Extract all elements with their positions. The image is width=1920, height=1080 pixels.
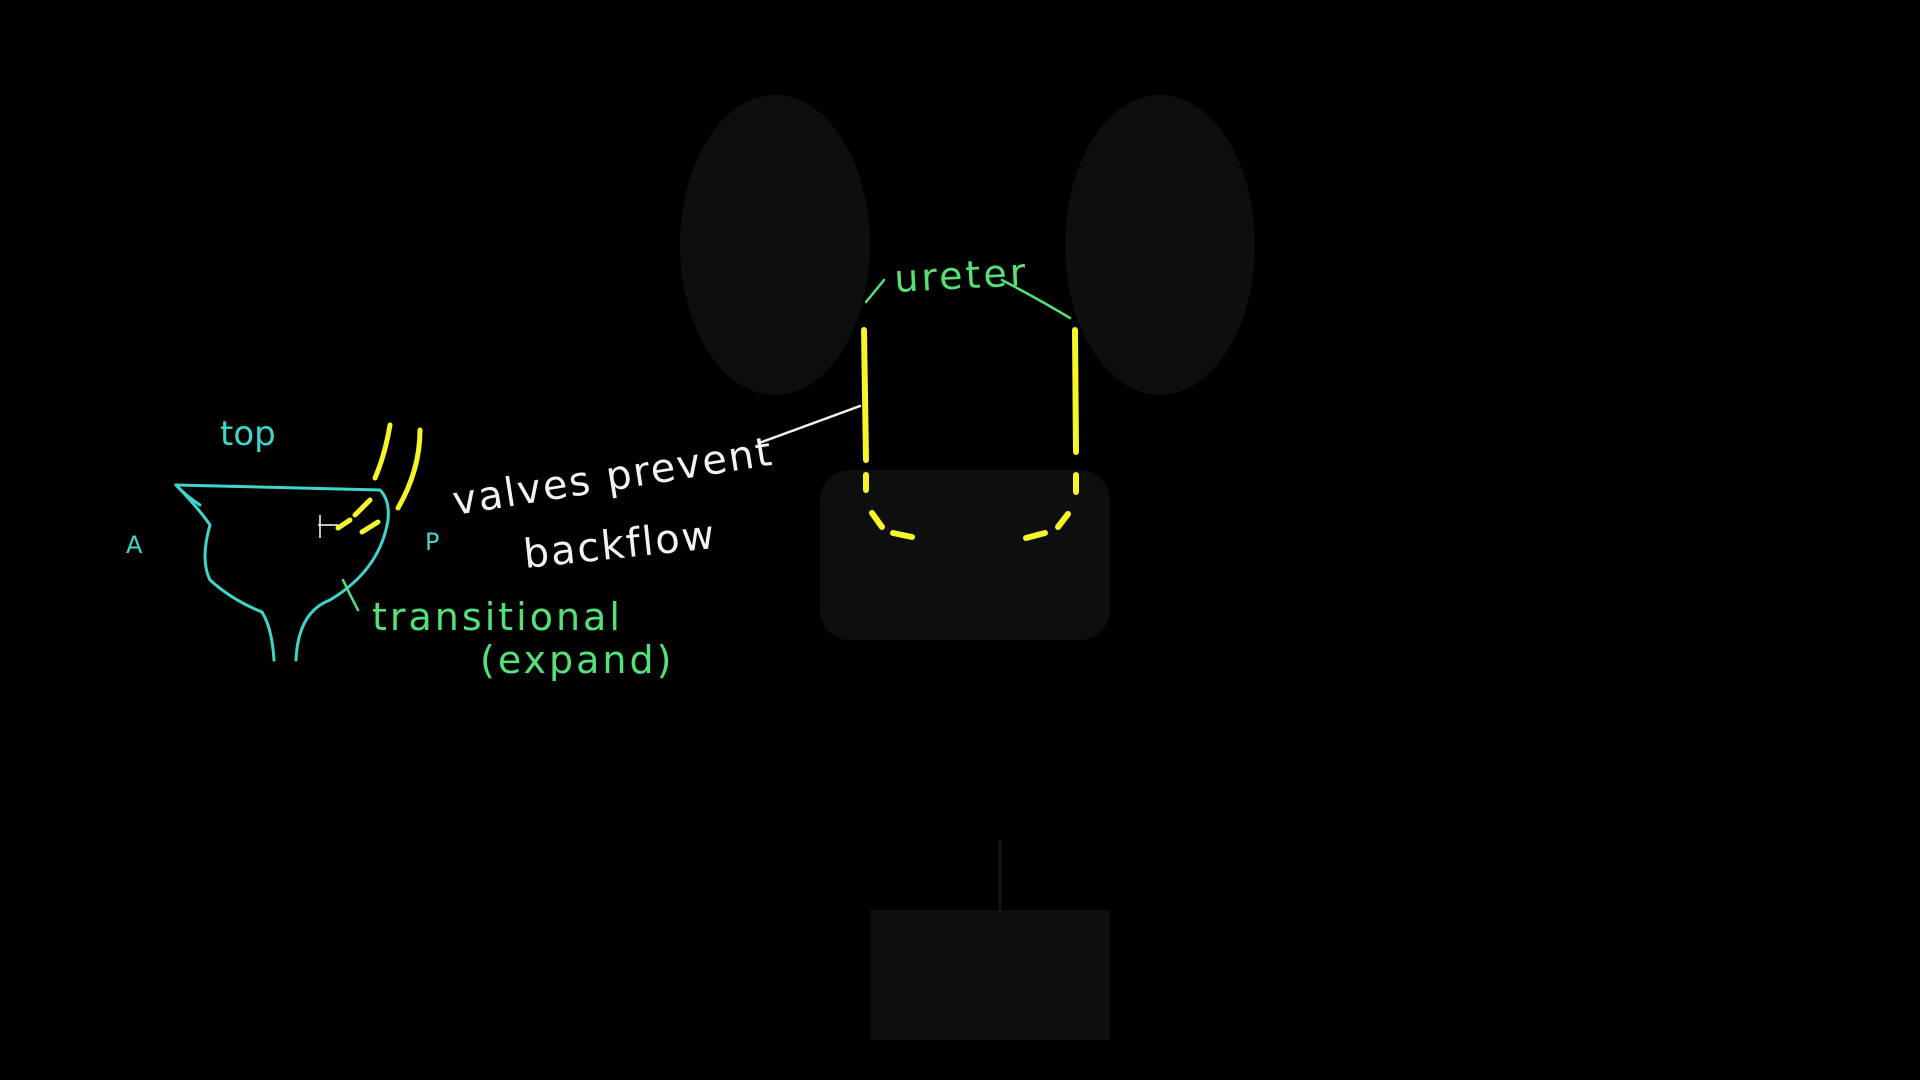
ghost-bladder xyxy=(820,470,1110,640)
left-ureter-dash-3 xyxy=(890,530,915,540)
right-ureter-dash-3 xyxy=(1023,530,1048,541)
ghost-box xyxy=(870,910,1110,1040)
ghost-left-kidney xyxy=(680,95,870,395)
transitional-pointer-line xyxy=(341,578,360,612)
right-ureter xyxy=(1072,327,1079,455)
top-label: top xyxy=(220,414,276,454)
ureter-u-drawing xyxy=(861,327,1079,541)
transitional-label-line1: transitional xyxy=(372,595,623,639)
ureter-pointer-left xyxy=(864,278,886,304)
valves-pointer-line xyxy=(760,404,862,444)
ureter-dash-1 xyxy=(352,497,373,518)
valves-label-line2: backflow xyxy=(521,512,718,578)
ureter-pointer-right xyxy=(1000,278,1072,320)
ghost-sketch xyxy=(680,95,1255,1040)
transitional-label-line2: (expand) xyxy=(480,638,674,682)
ureter-stroke-1 xyxy=(372,422,393,481)
ureter-label: ureter xyxy=(893,250,1029,301)
posterior-label: P xyxy=(425,528,439,556)
crosshair-cursor-icon xyxy=(318,515,338,538)
bladder-rim-lip xyxy=(174,483,202,507)
bladder-outline xyxy=(174,483,276,662)
bladder-ureter xyxy=(335,422,423,535)
ureter-dash-3 xyxy=(359,519,381,535)
ureter-stroke-2 xyxy=(395,427,423,511)
bladder-rim xyxy=(174,483,390,662)
anterior-label: A xyxy=(126,531,143,559)
right-ureter-dash-2 xyxy=(1055,511,1071,530)
left-ureter-dash-2 xyxy=(869,510,885,530)
left-ureter xyxy=(861,327,869,463)
ureter-dash-2 xyxy=(335,517,353,531)
ghost-right-kidney xyxy=(1065,95,1255,395)
bladder-drawing xyxy=(174,483,390,662)
valves-label-line1: valves prevent xyxy=(449,429,776,525)
